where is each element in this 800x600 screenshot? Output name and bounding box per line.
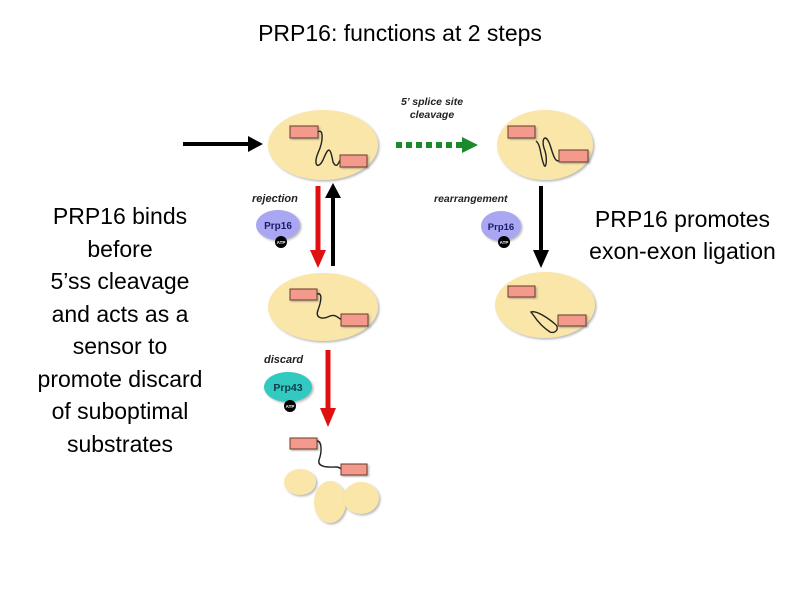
return-arrow <box>325 183 341 266</box>
left-text-line: PRP16 binds <box>52 203 188 229</box>
fragment <box>343 482 379 514</box>
spliceosome-complex-rejected <box>268 273 378 341</box>
diagram-title: PRP16: functions at 2 steps <box>258 20 542 46</box>
exon-5prime <box>507 125 536 139</box>
left-description: PRP16 binds before 5’ss cleavage and act… <box>10 200 230 460</box>
left-text-line: before <box>87 235 153 262</box>
prp43-label: Prp43 <box>273 382 302 394</box>
intron-lariat <box>529 311 558 334</box>
exon-3prime <box>558 149 589 163</box>
rejection-arrow <box>310 186 326 268</box>
fragment <box>314 481 346 523</box>
exon-3prime <box>557 314 587 327</box>
prp16-label: Prp16 <box>488 222 514 233</box>
entry-arrow <box>183 136 263 152</box>
intron-linear <box>316 440 342 470</box>
exon-5prime <box>507 285 536 298</box>
discard-label: discard <box>264 354 303 366</box>
spliceosome-body <box>497 110 593 180</box>
spliceosome-complex-initial <box>268 110 378 180</box>
right-text-line: exon-exon ligation <box>589 238 776 264</box>
rejection-label: rejection <box>252 193 298 205</box>
atp-icon <box>275 236 287 248</box>
atp-icon <box>498 236 510 248</box>
exon-3prime <box>340 313 369 327</box>
spliceosome-body <box>268 110 378 180</box>
discard-arrow <box>320 350 336 427</box>
spliceosome-complex-cleaved <box>497 110 593 180</box>
atp-label: ATP <box>286 404 295 409</box>
left-text-line: 5’ss cleavage <box>50 268 190 294</box>
atp-label: ATP <box>277 240 286 245</box>
left-text-line: of suboptimal <box>51 398 189 424</box>
left-text-line: sensor to <box>72 333 168 359</box>
fragment <box>284 469 316 495</box>
prp16-label: Prp16 <box>264 221 292 232</box>
exon-5prime <box>289 125 319 139</box>
intron-linear <box>316 293 343 321</box>
prp16-protein-left: Prp16 ATP <box>256 210 300 248</box>
atp-icon <box>284 400 296 412</box>
exon-5prime <box>289 437 318 450</box>
released-substrate <box>289 437 368 476</box>
right-description: PRP16 promotes exon-exon ligation <box>570 203 795 267</box>
atp-label: ATP <box>500 240 509 245</box>
rearrangement-arrow <box>533 186 549 268</box>
exon-3prime <box>340 463 368 476</box>
prp16-protein-right: Prp16 ATP <box>481 211 521 248</box>
exon-3prime <box>339 154 368 168</box>
left-text-line: and acts as a <box>51 300 189 327</box>
spliceosome-fragments <box>284 469 379 523</box>
cleavage-label-line2: cleavage <box>410 109 455 121</box>
exon-5prime <box>289 288 318 301</box>
left-text-line: substrates <box>66 430 174 457</box>
prp43-protein: Prp43 ATP <box>264 372 312 412</box>
cleavage-label-line1: 5’ splice site <box>401 96 463 108</box>
right-text-line: PRP16 promotes <box>594 206 771 232</box>
spliceosome-body <box>268 273 378 341</box>
cleavage-arrow <box>396 137 478 153</box>
spliceosome-complex-rearranged <box>495 272 595 338</box>
intron-lariat <box>535 137 561 167</box>
left-text-line: promote discard <box>37 365 203 392</box>
rearrangement-label: rearrangement <box>434 193 508 205</box>
intron-lariat <box>315 130 341 167</box>
